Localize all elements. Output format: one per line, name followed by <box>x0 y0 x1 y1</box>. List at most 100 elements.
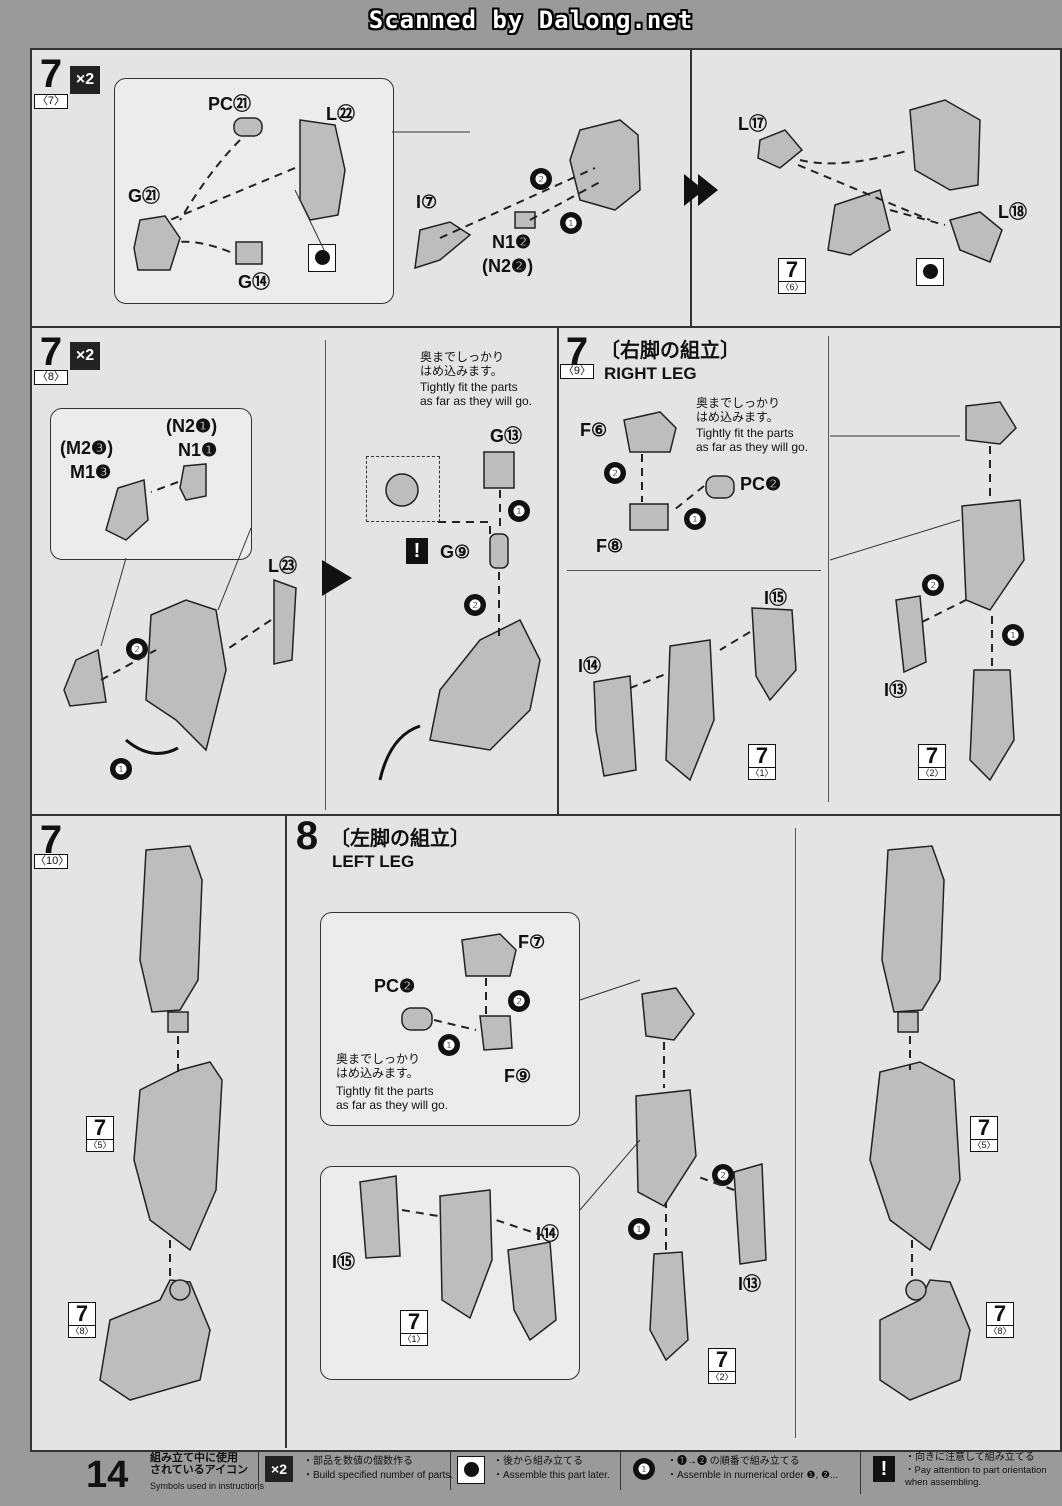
part-label: F⑥ <box>580 420 608 440</box>
order-1-icon: ❶ <box>438 1034 460 1056</box>
order-1-icon: ❶ <box>628 1218 650 1240</box>
part-label: I⑬ <box>738 1274 762 1294</box>
part-label: G⑬ <box>490 426 523 446</box>
leg-assembly-drawing <box>99 845 223 1401</box>
hip-parts-drawing <box>133 117 641 271</box>
step-sub: 〈8〉 <box>34 370 68 385</box>
part-label: PC❷ <box>740 474 782 494</box>
legend-item: ・後から組み立てる ・Assemble this part later. <box>450 1450 619 1490</box>
part-label: G㉑ <box>128 186 161 206</box>
detail-box <box>366 456 440 522</box>
assemble-later-icon <box>308 244 336 272</box>
order-2-icon: ❷ <box>508 990 530 1012</box>
step-ref: 7〈8〉 <box>986 1302 1014 1338</box>
part-label: PC❷ <box>374 976 416 996</box>
step-sub: 〈10〉 <box>34 854 70 869</box>
step-number: 7 <box>39 818 63 862</box>
part-label: (N2❷) <box>482 256 534 276</box>
multiply-icon: ×2 <box>70 342 100 370</box>
step-ref: 7〈5〉 <box>970 1116 998 1152</box>
section-title-en: LEFT LEG <box>332 852 415 871</box>
legend-text-jp: ・❶→❷ の順番で組み立てる <box>667 1456 800 1467</box>
order-1-icon: ❶ <box>633 1458 655 1480</box>
legend-header-jp: 組み立て中に使用 されているアイコン <box>150 1452 249 1476</box>
order-1-icon: ❶ <box>110 758 132 780</box>
divider <box>567 570 821 571</box>
fit-note-en: Tightly fit the parts as far as they wil… <box>696 426 809 454</box>
step-ref: 7〈2〉 <box>708 1348 736 1384</box>
order-2-icon: ❷ <box>922 574 944 596</box>
part-label: L㉓ <box>268 556 297 576</box>
part-label: I⑦ <box>416 192 438 212</box>
step-number: 7 <box>39 52 63 96</box>
legend-text-en: ・Assemble in numerical order ❶, ❷... <box>667 1470 839 1481</box>
section-title-jp: 〔右脚の組立〕 <box>600 340 740 362</box>
part-label: G⑭ <box>238 272 271 292</box>
fit-note-jp: 奥までしっかり はめ込みます。 <box>420 350 505 378</box>
divider <box>285 814 287 1448</box>
order-2-icon: ❷ <box>126 638 148 660</box>
step-ref: 7〈5〉 <box>86 1116 114 1152</box>
part-label: F⑦ <box>518 932 546 952</box>
right-leg-drawing <box>593 401 1025 782</box>
callout-box <box>50 408 252 560</box>
fit-note-jp: 奥までしっかり はめ込みます。 <box>696 396 781 424</box>
order-2-icon: ❷ <box>530 168 552 190</box>
part-label: N1❷ <box>492 232 532 252</box>
fit-note-en: Tightly fit the parts as far as they wil… <box>336 1084 449 1112</box>
left-leg-assembly-drawing <box>869 845 971 1401</box>
part-label: M1❸ <box>70 462 112 482</box>
assemble-later-icon <box>457 1456 485 1484</box>
assemble-later-icon <box>916 258 944 286</box>
step-ref: 7〈1〉 <box>748 744 776 780</box>
legend-header-en: Symbols used in instructions <box>150 1481 265 1491</box>
legend-text-en: ・Build specified number of parts. <box>303 1470 454 1481</box>
fit-note-jp: 奥までしっかり はめ込みます。 <box>336 1052 421 1080</box>
part-label: L⑰ <box>738 114 767 134</box>
part-label: I⑬ <box>884 680 908 700</box>
legend-text-jp: ・部品を数値の個数作る <box>303 1456 413 1467</box>
waist-joint-drawing <box>378 451 541 781</box>
left-leg-drawing <box>359 933 767 1362</box>
step-number: 8 <box>295 814 319 858</box>
legend-text-jp: ・後から組み立てる <box>493 1456 583 1467</box>
callout-box <box>320 912 580 1126</box>
part-label: I⑭ <box>578 656 602 676</box>
order-2-icon: ❷ <box>604 462 626 484</box>
part-label: (N2❶) <box>166 416 218 436</box>
multiply-icon: ×2 <box>265 1456 293 1482</box>
page-number: 14 <box>86 1454 129 1496</box>
multiply-icon: ×2 <box>70 66 100 94</box>
waist-parts-drawing <box>63 463 297 755</box>
orientation-warning-icon: ! <box>406 538 428 564</box>
order-1-icon: ❶ <box>684 508 706 530</box>
legend-item: ! ・向きに注意して組み立てる ・Pay attention to part o… <box>860 1450 1057 1494</box>
divider <box>30 326 1060 328</box>
legend-item: ×2 ・部品を数値の個数作る ・Build specified number o… <box>258 1450 453 1490</box>
part-label: G⑨ <box>440 542 471 562</box>
part-label: (M2❸) <box>60 438 114 458</box>
legend-item: ❶ ・❶→❷ の順番で組み立てる ・Assemble in numerical … <box>620 1450 859 1490</box>
step-number: 7 <box>39 330 63 374</box>
part-label: I⑮ <box>332 1252 356 1272</box>
order-1-icon: ❶ <box>1002 624 1024 646</box>
legend-text-en: ・Assemble this part later. <box>493 1470 610 1481</box>
part-label: I⑮ <box>764 588 788 608</box>
divider <box>557 326 559 814</box>
step-ref: 7〈2〉 <box>918 744 946 780</box>
divider <box>795 828 796 1438</box>
fit-note-en: Tightly fit the parts as far as they wil… <box>420 380 533 408</box>
part-label: L㉒ <box>326 104 355 124</box>
hip-assembled-drawing <box>757 99 1003 263</box>
part-label: I⑭ <box>536 1224 560 1244</box>
part-label: F⑨ <box>504 1066 532 1086</box>
section-title-jp: 〔左脚の組立〕 <box>330 828 470 850</box>
step-ref: 7〈1〉 <box>400 1310 428 1346</box>
step-ref: 7〈6〉 <box>778 258 806 294</box>
part-label: F⑧ <box>596 536 624 556</box>
order-1-icon: ❶ <box>508 500 530 522</box>
step-ref: 7〈8〉 <box>68 1302 96 1338</box>
part-label: L⑱ <box>998 202 1027 222</box>
order-2-icon: ❷ <box>464 594 486 616</box>
divider <box>828 336 829 802</box>
